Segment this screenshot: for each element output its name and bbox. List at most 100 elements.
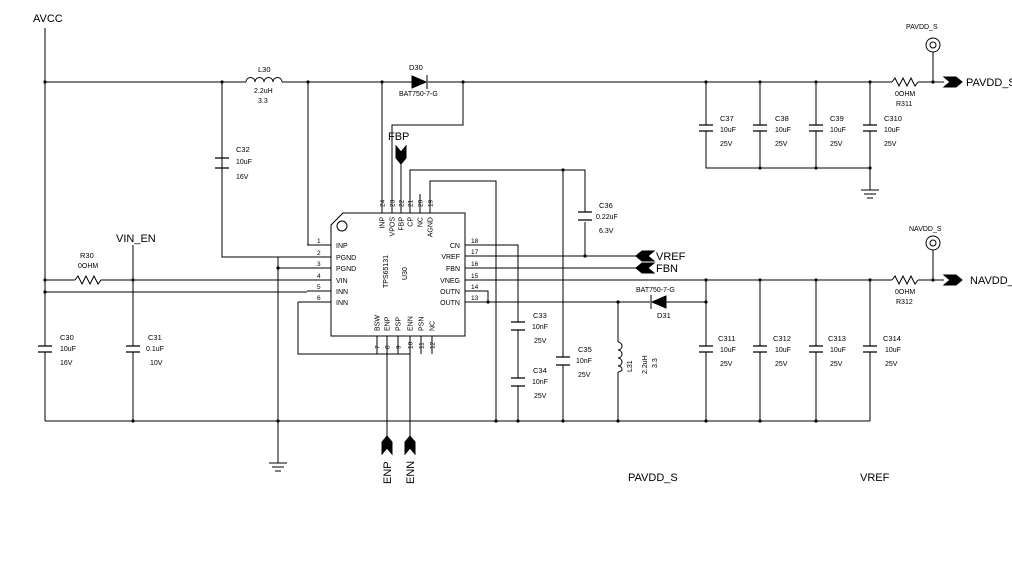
c35-value: 10nF: [576, 358, 592, 365]
c312-ref: C312: [773, 334, 791, 343]
r312-value: 0OHM: [895, 289, 915, 296]
capacitor-c313: C313 10uF 25V: [809, 334, 846, 368]
c30-voltage: 16V: [60, 360, 73, 367]
capacitor-c34: C34 10nF 25V: [511, 366, 548, 400]
ic-pin-number: 14: [471, 284, 479, 291]
navdd-out-label: NAVDD_: [970, 275, 1012, 287]
r311-ref: R311: [896, 101, 912, 108]
pin1-marker-icon: [336, 220, 348, 232]
c39-ref: C39: [830, 114, 844, 123]
c32-value: 10uF: [236, 159, 252, 166]
ic-pin-name: INN: [336, 300, 348, 307]
c37-value: 10uF: [720, 127, 736, 134]
c36-value: 0.22uF: [596, 214, 618, 221]
pavdd-s-out-label: PAVDD_S: [966, 77, 1012, 89]
ic-pin-number: 6: [317, 295, 321, 302]
ic-pin-name: VNEG: [440, 278, 460, 285]
ic-pin-number: 12: [430, 341, 437, 349]
net-flag-fbp: FBP: [388, 131, 409, 165]
c37-voltage: 25V: [720, 141, 733, 148]
c310-voltage: 25V: [884, 141, 897, 148]
ic-pin-number: 4: [317, 273, 321, 280]
ic-pin-name: PSN: [419, 317, 426, 331]
net-flag-enp: ENP: [381, 435, 394, 484]
l30-value: 2.2uH: [254, 88, 273, 95]
ic-pin-name: VREF: [441, 254, 460, 261]
ic-pin-name: OUTN: [440, 300, 460, 307]
ic-pin-name: NC: [418, 217, 425, 227]
capacitor-c37: C37 10uF 25V: [699, 114, 736, 148]
d31-ref: D31: [657, 311, 671, 320]
ic-pin-number: 15: [471, 273, 479, 280]
ic-pin-number: 23: [390, 199, 397, 207]
net-flag-enn: ENN: [404, 435, 417, 484]
c38-voltage: 25V: [775, 141, 788, 148]
pavdd-s-bottom-label: PAVDD_S: [628, 472, 678, 484]
ic-pin-number: 2: [317, 250, 321, 257]
c312-voltage: 25V: [775, 361, 788, 368]
c34-voltage: 25V: [534, 393, 547, 400]
ic-pin-name: AGND: [428, 217, 435, 237]
c38-value: 10uF: [775, 127, 791, 134]
net-flag-vref: VREF: [635, 250, 686, 263]
capacitor-c31: C31 0.1uF 10V: [126, 333, 164, 367]
c36-voltage: 6.3V: [599, 228, 614, 235]
c311-voltage: 25V: [720, 361, 733, 368]
ic-pin-name: BSW: [375, 315, 382, 331]
ic-part-number: TPS65131: [383, 255, 390, 288]
net-flag-navdd-out: NAVDD_: [938, 274, 1012, 287]
ic-pin-number: 13: [471, 295, 479, 302]
capacitor-c311: C311 10uF 25V: [699, 334, 736, 368]
ic-pin-number: 8: [385, 345, 392, 349]
ic-pin-name: PSP: [396, 317, 403, 331]
vref-bottom-label: VREF: [860, 472, 890, 484]
ic-pin-name: CP: [408, 217, 415, 227]
c310-value: 10uF: [884, 127, 900, 134]
c38-ref: C38: [775, 114, 789, 123]
c34-value: 10nF: [532, 379, 548, 386]
c31-ref: C31: [148, 333, 162, 342]
l31-extra: 3.3: [652, 358, 659, 368]
capacitor-c312: C312 10uF 25V: [753, 334, 791, 368]
c31-value: 0.1uF: [146, 346, 164, 353]
c311-ref: C311: [718, 334, 735, 343]
r311-value: 0OHM: [895, 91, 915, 98]
inductor-l30: L30 2.2uH 3.3: [245, 65, 283, 105]
ic-u30: TPS65131 U30: [330, 212, 466, 337]
ic-pin-name: ENN: [408, 316, 415, 331]
c312-value: 10uF: [775, 347, 791, 354]
capacitor-c33: C33 10nF 25V: [511, 311, 548, 345]
resistor-r311: 0OHM R311: [891, 76, 919, 108]
pavdd-s-testpoint-label: PAVDD_S: [906, 24, 938, 31]
capacitor-c38: C38 10uF 25V: [753, 114, 791, 148]
capacitor-c310: C310 10uF 25V: [863, 114, 902, 148]
net-flag-fbn: FBN: [635, 262, 678, 275]
inductor-l31: L31 2.2uH 3.3: [617, 341, 659, 374]
vref-flag-label: VREF: [656, 251, 686, 263]
enn-flag-label: ENN: [405, 461, 417, 484]
ic-pin-name: FBP: [399, 217, 406, 231]
r312-ref: R312: [896, 299, 913, 306]
ic-pin-number: 9: [396, 345, 403, 349]
c313-voltage: 25V: [830, 361, 843, 368]
capacitor-c314: C314 10uF 25V: [863, 334, 901, 368]
l30-ref: L30: [258, 65, 271, 74]
r30-ref: R30: [80, 251, 94, 260]
ic-pin-number: 7: [375, 345, 382, 349]
c36-ref: C36: [599, 201, 613, 210]
c314-value: 10uF: [885, 347, 901, 354]
ic-pin-number: 1: [317, 238, 321, 245]
testpoint-navdd: NAVDD_S: [909, 226, 942, 251]
ic-pin-name: VIN: [336, 278, 348, 285]
ic-pin-number: 17: [471, 249, 479, 256]
resistor-r312: 0OHM R312: [891, 274, 919, 306]
ic-pin-name: INN: [336, 289, 348, 296]
c31-voltage: 10V: [150, 360, 163, 367]
l31-ref: L31: [627, 360, 634, 372]
ic-ref: U30: [402, 267, 409, 280]
ic-pin-name: ENP: [385, 316, 392, 331]
testpoint-pavdd: PAVDD_S: [906, 24, 941, 53]
capacitor-c36: C36 0.22uF 6.3V: [578, 201, 618, 235]
ground-symbol-top: [861, 189, 879, 199]
